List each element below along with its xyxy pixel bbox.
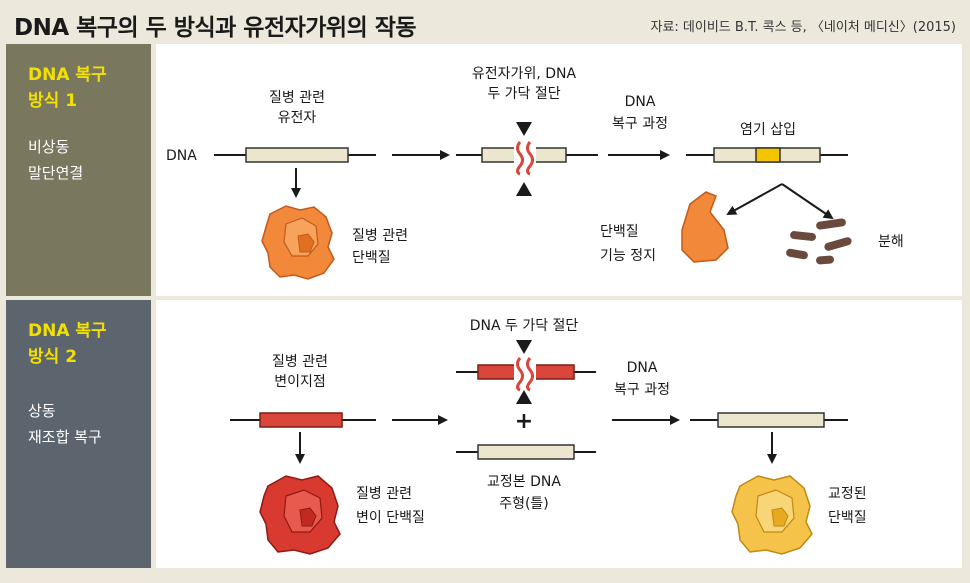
method1-label-panel: DNA 복구 방식 1 비상동 말단연결 [6, 44, 151, 296]
method1-heading: DNA 복구 방식 1 [28, 62, 148, 114]
corrected-protein-label-line1: 교정된 [828, 486, 867, 502]
arrow-to-fragments-icon [781, 183, 834, 220]
arrow-to-stopped-protein-icon [726, 183, 783, 215]
corrected-protein-icon [731, 475, 813, 555]
method1-sub-line2: 말단연결 [28, 164, 84, 182]
template-dna-box [477, 444, 575, 460]
mutant-protein-label-line2: 변이 단백질 [356, 510, 425, 526]
method1-heading-line1: DNA 복구 [28, 65, 107, 85]
insert-label: 염기 삽입 [740, 122, 796, 138]
cut-gap [514, 360, 536, 384]
scissors-pointer-bottom-icon [516, 182, 532, 196]
method2-heading: DNA 복구 방식 2 [28, 318, 148, 370]
break-mark-icon [516, 141, 524, 176]
method2-heading-line2: 방식 2 [28, 347, 78, 367]
protein-label-line2: 단백질 [352, 250, 391, 266]
cut-label-line1: 유전자가위, DNA [472, 66, 577, 82]
dna-label: DNA [166, 148, 197, 164]
method2-sub-line2: 재조합 복구 [28, 428, 102, 446]
protein-fragments-icon [786, 218, 852, 265]
mutation-label-line2: 변이지점 [274, 374, 326, 390]
gene-label-line2: 유전자 [278, 110, 317, 126]
stopped-protein-icon [681, 191, 729, 263]
plus-sign: + [515, 409, 533, 434]
corrected-gene-box [717, 412, 825, 428]
mutation-label-line1: 질병 관련 [272, 354, 328, 370]
repair-label-line2: 복구 과정 [612, 116, 668, 132]
method1-subtitle: 비상동 말단연결 [28, 134, 148, 186]
corrected-protein-label-line2: 단백질 [828, 510, 867, 526]
method2-sub-line1: 상동 [28, 402, 56, 420]
repair-label-line1: DNA [625, 94, 656, 110]
disease-protein-icon [261, 205, 335, 280]
method2-heading-line1: DNA 복구 [28, 321, 107, 341]
inserted-base [755, 147, 781, 163]
mutation-site-box [259, 412, 343, 428]
method1-heading-line2: 방식 1 [28, 91, 78, 111]
scissors-pointer-top-icon [516, 122, 532, 136]
stop-label-line2: 기능 정지 [600, 248, 656, 264]
template-label-line1: 교정본 DNA [487, 474, 561, 490]
mutant-protein-label-line1: 질병 관련 [356, 486, 412, 502]
method1-diagram: DNA 질병 관련 유전자 유전자가위, DNA 두 가닥 절단 DNA 복구 … [166, 66, 904, 280]
mutant-protein-icon [259, 475, 341, 555]
method1-diagram-panel: DNA 질병 관련 유전자 유전자가위, DNA 두 가닥 절단 DNA 복구 … [156, 44, 962, 296]
gene-label-line1: 질병 관련 [269, 90, 325, 106]
cut-label: DNA 두 가닥 절단 [470, 318, 579, 334]
scissors-pointer-bottom-icon [516, 390, 532, 404]
scissors-pointer-top-icon [516, 340, 532, 354]
cut-label-line2: 두 가닥 절단 [487, 86, 560, 102]
cut-gap [514, 144, 536, 168]
degrade-label: 분해 [878, 234, 904, 250]
protein-label-line1: 질병 관련 [352, 228, 408, 244]
method2-label-panel: DNA 복구 방식 2 상동 재조합 복구 [6, 300, 151, 568]
repair-label-line2: 복구 과정 [614, 382, 670, 398]
page-title: DNA 복구의 두 방식과 유전자가위의 작동 [14, 15, 417, 41]
break-mark-icon [526, 357, 534, 392]
repair-label-line1: DNA [627, 360, 658, 376]
method2-diagram-panel: 질병 관련 변이지점 DNA 두 가닥 절단 + 교정본 DNA 주형(틀) D… [156, 300, 962, 568]
method2-subtitle: 상동 재조합 복구 [28, 398, 148, 450]
break-mark-icon [526, 141, 534, 176]
break-mark-icon [516, 357, 524, 392]
method2-diagram: 질병 관련 변이지점 DNA 두 가닥 절단 + 교정본 DNA 주형(틀) D… [230, 318, 867, 555]
method1-sub-line1: 비상동 [28, 138, 70, 156]
source-citation: 자료: 데이비드 B.T. 콕스 등, 〈네이처 메디신〉(2015) [650, 20, 956, 35]
template-label-line2: 주형(틀) [499, 496, 549, 512]
disease-gene-box [245, 147, 349, 163]
stop-label-line1: 단백질 [600, 224, 639, 240]
